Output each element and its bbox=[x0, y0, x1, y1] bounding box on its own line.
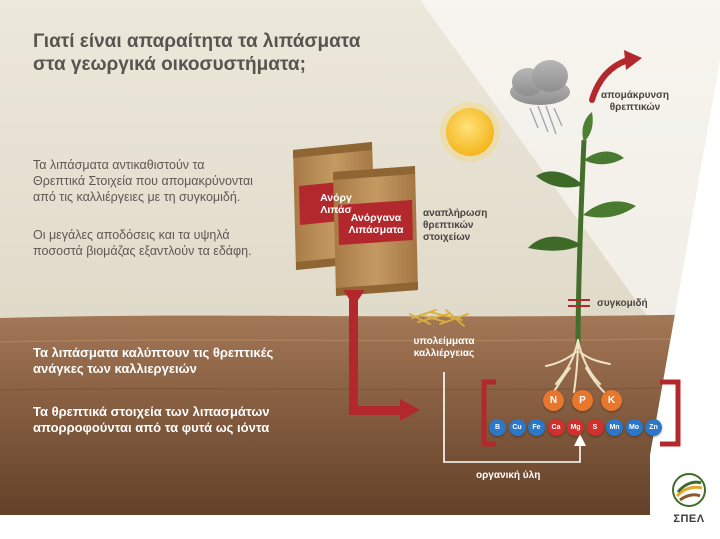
nutrient-p: P bbox=[572, 390, 593, 411]
title-line-1: Γιατί είναι απαραίτητα τα λιπάσματα bbox=[33, 31, 361, 52]
page-title: Γιατί είναι απαραίτητα τα λιπάσματα στα … bbox=[33, 30, 433, 76]
organic-arrow-head bbox=[574, 434, 586, 446]
nutrient-mn: Mn bbox=[606, 419, 623, 436]
intro-p1-line: από τις καλλιέργειες με τη συγκομιδή. bbox=[33, 190, 241, 204]
soil-layer bbox=[0, 314, 720, 539]
intro-p1-line: Θρεπτικά Στοιχεία που απομακρύνονται bbox=[33, 174, 253, 188]
replenish-line: θρεπτικών bbox=[423, 220, 474, 231]
harvest-label: συγκομιδή bbox=[597, 298, 648, 309]
soil-line-2 bbox=[0, 386, 720, 391]
replenish-line: στοιχείων bbox=[423, 232, 471, 243]
intro-p2-line: ποσοστά βιομάζας εξαντλούν τα εδάφη. bbox=[33, 244, 252, 258]
cloud-icon bbox=[510, 60, 570, 135]
nutrient-fe: Fe bbox=[528, 419, 545, 436]
bottom-margin bbox=[0, 515, 720, 539]
soil-s1-line: Τα λιπάσματα καλύπτουν τις θρεπτικές bbox=[33, 345, 274, 360]
residues-label: υπολείμματα καλλιέργειας bbox=[404, 336, 484, 360]
intro-p1-line: Τα λιπάσματα αντικαθιστούν τα bbox=[33, 158, 205, 172]
nutrient-mg: Mg bbox=[567, 419, 584, 436]
intro-p2-line: Οι μεγάλες αποδόσεις και τα υψηλά bbox=[33, 228, 230, 242]
nutrient-mo: Mo bbox=[625, 419, 643, 436]
bag-front-label-line: Ανόργανα bbox=[350, 212, 402, 224]
organic-matter-label: οργανική ύλη bbox=[476, 470, 541, 481]
logo: ΣΠΕΛ bbox=[668, 472, 710, 526]
residues-line: καλλιέργειας bbox=[413, 348, 475, 359]
nutrient-ca: Ca bbox=[547, 419, 565, 436]
bag-front-label-line: Λιπάσματα bbox=[348, 224, 404, 236]
nutrient-k: K bbox=[601, 390, 622, 411]
nutrient-cu: Cu bbox=[508, 419, 526, 436]
logo-icon bbox=[672, 473, 706, 507]
fertilizer-bag-front bbox=[333, 166, 418, 296]
bag-front-label: Ανόργανα Λιπάσματα bbox=[339, 212, 413, 236]
crop-residue-icon bbox=[409, 309, 469, 327]
soil-statement-1: Τα λιπάσματα καλύπτουν τις θρεπτικές ανά… bbox=[33, 345, 353, 377]
nutrient-removal-arrow bbox=[589, 50, 642, 103]
replenish-line: αναπλήρωση bbox=[423, 208, 488, 219]
light-wedge bbox=[420, 0, 720, 320]
nutrient-n: N bbox=[543, 390, 564, 411]
title-line-2: στα γεωργικά οικοσυστήματα; bbox=[33, 54, 306, 75]
soil-s2-line: απορροφούνται από τα φυτά ως ιόντα bbox=[33, 420, 270, 435]
plant-icon bbox=[528, 112, 636, 351]
intro-paragraph-1: Τα λιπάσματα αντικαθιστούν τα Θρεπτικά Σ… bbox=[33, 157, 298, 205]
right-margin-wedge bbox=[650, 60, 720, 539]
nutrient-b: B bbox=[489, 419, 506, 436]
bag-back-label-line: Λιπάσ bbox=[320, 204, 352, 216]
residues-line: υπολείμματα bbox=[413, 336, 475, 347]
fertilizer-flow-arrow bbox=[343, 290, 420, 421]
soil-s1-line: ανάγκες των καλλιεργειών bbox=[33, 361, 197, 376]
nutrient-bracket bbox=[481, 379, 681, 447]
soil-line-1 bbox=[0, 337, 720, 343]
nutrient-zn: Zn bbox=[645, 419, 662, 436]
logo-name: ΣΠΕΛ bbox=[673, 513, 705, 525]
bag-back-label-line: Ανόργ bbox=[320, 192, 352, 204]
removal-label: απομάκρυνση θρεπτικών bbox=[601, 90, 669, 114]
soil-statement-2: Τα θρεπτικά στοιχεία των λιπασμάτων απορ… bbox=[33, 404, 353, 436]
bag-back-label: Ανόργ Λιπάσ bbox=[300, 192, 372, 216]
removal-line: απομάκρυνση bbox=[601, 90, 669, 101]
removal-line: θρεπτικών bbox=[609, 102, 661, 113]
replenish-label: αναπλήρωση θρεπτικών στοιχείων bbox=[423, 208, 487, 244]
sun-icon bbox=[440, 102, 500, 162]
nutrient-s: S bbox=[586, 419, 604, 436]
intro-paragraph-2: Οι μεγάλες αποδόσεις και τα υψηλά ποσοστ… bbox=[33, 227, 298, 259]
soil-s2-line: Τα θρεπτικά στοιχεία των λιπασμάτων bbox=[33, 404, 270, 419]
organic-matter-loop bbox=[443, 372, 581, 463]
